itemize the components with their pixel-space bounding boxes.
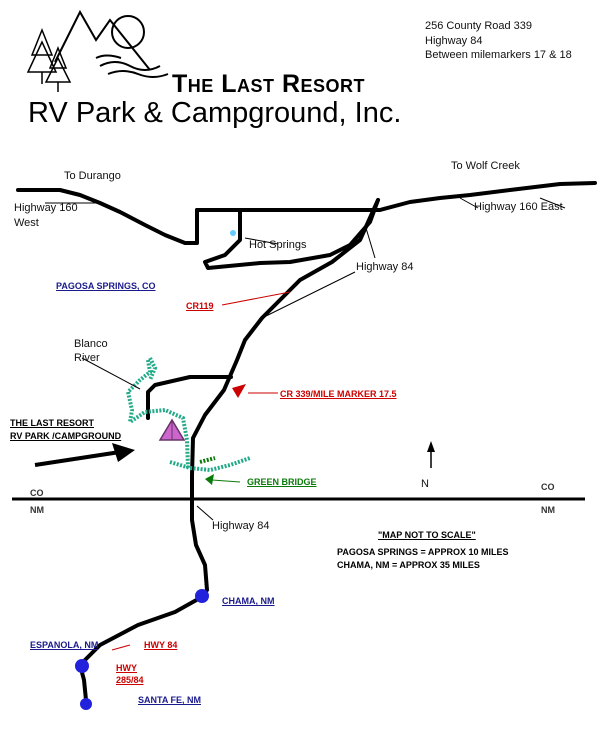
roads <box>16 181 597 702</box>
town-dot-espanola <box>75 659 89 673</box>
label-resort-line1: THE LAST RESORT <box>10 418 95 428</box>
label-resort-line2: RV PARK /CAMPGROUND <box>10 431 122 441</box>
label-hwy84-red: HWY 84 <box>144 640 178 650</box>
campground-tent-icon <box>158 418 186 441</box>
logo-mountain-icon <box>54 9 169 78</box>
label-hwy160-west-line2: West <box>14 217 39 229</box>
label-hwy285-line2: 285/84 <box>116 675 144 685</box>
label-co-right: CO <box>541 482 555 492</box>
label-hwy160-east: Highway 160 East <box>474 201 563 213</box>
label-santa-fe: SANTA FE, NM <box>138 695 201 705</box>
green-leader-line <box>211 479 241 483</box>
blanco-river <box>125 357 251 473</box>
town-dot-chama <box>195 589 209 603</box>
label-chama: CHAMA, NM <box>222 596 275 606</box>
label-green-bridge: GREEN BRIDGE <box>247 477 317 487</box>
label-hwy160-west-line1: Highway 160 <box>14 202 78 214</box>
label-to-wolf-creek: To Wolf Creek <box>451 160 520 172</box>
label-highway84-top: Highway 84 <box>356 261 414 273</box>
road-hwy160-west <box>16 188 199 245</box>
logo-title: The Last Resort <box>172 70 365 98</box>
resort-arrow-icon <box>34 443 135 467</box>
label-hwy285-line1: HWY <box>116 663 137 673</box>
label-cr339: CR 339/MILE MARKER 17.5 <box>280 389 397 399</box>
label-to-durango: To Durango <box>64 170 121 182</box>
green-bridge-arrow-icon <box>205 474 214 485</box>
address-line3: Between milemarkers 17 & 18 <box>425 49 572 61</box>
label-hot-springs: Hot Springs <box>249 239 307 251</box>
label-north: N <box>421 478 429 490</box>
town-dots <box>75 589 209 710</box>
label-pagosa-distance: PAGOSA SPRINGS = APPROX 10 MILES <box>337 547 509 557</box>
address-line2: Highway 84 <box>425 35 483 47</box>
road-hwy160-main <box>195 181 597 212</box>
town-dot-santa-fe <box>80 698 92 710</box>
label-blanco-line2: River <box>74 352 100 364</box>
north-arrow-icon <box>427 441 435 468</box>
label-highway84-bottom: Highway 84 <box>212 520 270 532</box>
logo-subtitle: RV Park & Campground, Inc. <box>28 97 402 129</box>
label-co-left: CO <box>30 488 44 498</box>
address-line1: 256 County Road 339 <box>425 20 533 32</box>
label-pagosa-springs: PAGOSA SPRINGS, CO <box>56 281 156 291</box>
cr339-arrow-icon <box>232 384 246 398</box>
pine-tree-icon <box>26 27 72 92</box>
road-cr339 <box>146 375 233 420</box>
road-hot-springs-loop <box>203 198 380 270</box>
label-nm-right: NM <box>541 505 555 515</box>
label-nm-left: NM <box>30 505 44 515</box>
label-blanco-line1: Blanco <box>74 338 108 350</box>
hot-springs-marker <box>230 230 236 236</box>
label-espanola: ESPANOLA, NM <box>30 640 99 650</box>
label-chama-distance: CHAMA, NM = APPROX 35 MILES <box>337 560 480 570</box>
red-leader-lines <box>111 291 291 651</box>
label-not-to-scale: "MAP NOT TO SCALE" <box>378 530 476 540</box>
leader-lines <box>45 197 566 521</box>
label-cr119: CR119 <box>186 301 214 311</box>
